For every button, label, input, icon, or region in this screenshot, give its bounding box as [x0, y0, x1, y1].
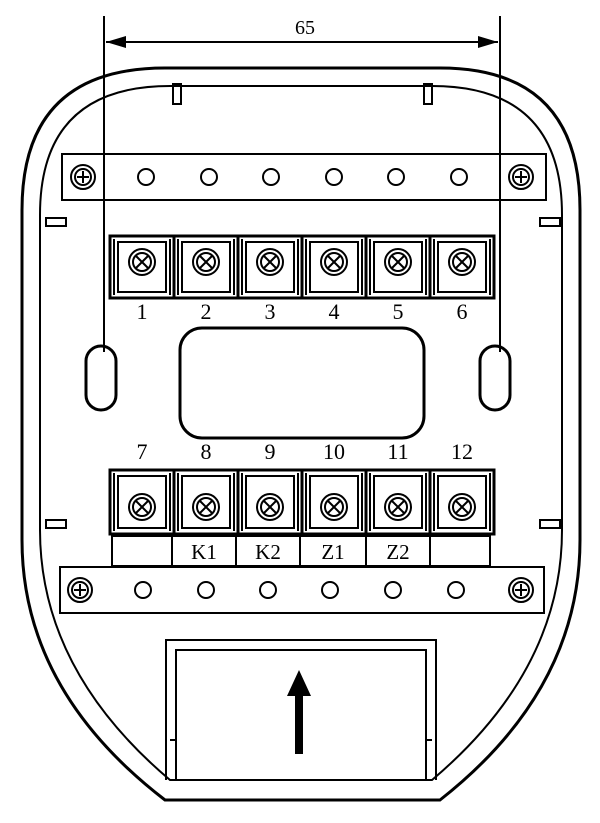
upper-terminal-numbers: 1 2 3 4 5 6: [137, 299, 468, 324]
terminal-number: 11: [387, 439, 408, 464]
terminal-cell: [108, 468, 176, 536]
lower-rail-screw-left: [67, 577, 93, 603]
rail-hole: [262, 168, 280, 186]
rail-hole: [384, 581, 402, 599]
dimension-arrow-right: [478, 36, 498, 48]
terminal-cell: [428, 468, 496, 536]
lower-terminal-numbers: 7 8 9 10 11 12: [137, 439, 474, 464]
terminal-cell: [236, 468, 304, 536]
housing-inner-outline: [39, 85, 563, 781]
terminal-cell: [236, 234, 304, 300]
terminal-screw: [320, 248, 348, 276]
terminal-cell: [300, 468, 368, 536]
terminal-cell: [108, 234, 176, 300]
rail-hole: [259, 581, 277, 599]
direction-arrow: [287, 670, 311, 754]
housing-outline: [20, 66, 582, 802]
rail-hole: [200, 168, 218, 186]
rail-hole: [321, 581, 339, 599]
terminal-number: 7: [137, 439, 148, 464]
terminal-cell: [300, 234, 368, 300]
top-tab-left: [172, 83, 182, 105]
bottom-cover: [165, 639, 437, 780]
cable-opening: [178, 326, 426, 440]
mounting-slot-right: [478, 344, 512, 412]
terminal-cell: [172, 234, 240, 300]
terminal-number: 2: [201, 299, 212, 324]
lower-rail-holes: [134, 581, 465, 599]
upper-rail-screw-left: [70, 164, 96, 190]
terminal-cell: [172, 468, 240, 536]
terminal-number: 1: [137, 299, 148, 324]
terminal-screw: [192, 248, 220, 276]
terminal-screw: [128, 248, 156, 276]
terminal-number: 10: [323, 439, 345, 464]
terminal-number: 5: [393, 299, 404, 324]
label-cell: K1: [191, 540, 217, 564]
terminal-number: 12: [451, 439, 473, 464]
terminal-screw: [448, 493, 476, 521]
dimension-label: 65: [295, 17, 315, 39]
terminal-screw: [320, 493, 348, 521]
lower-rail: [59, 566, 545, 614]
top-tab-right: [423, 83, 433, 105]
terminal-screw: [384, 493, 412, 521]
lower-terminal-block: [108, 468, 496, 536]
terminal-screw: [448, 248, 476, 276]
upper-rail: [61, 153, 547, 201]
terminal-number: 9: [265, 439, 276, 464]
terminal-screw: [192, 493, 220, 521]
dimension-arrow-left: [106, 36, 126, 48]
side-tab: [539, 217, 561, 227]
upper-rail-holes: [137, 168, 468, 186]
label-cell: K2: [255, 540, 281, 564]
terminal-screw: [256, 493, 284, 521]
side-tab: [539, 519, 561, 529]
rail-hole: [387, 168, 405, 186]
rail-hole: [447, 581, 465, 599]
terminal-cell: [364, 468, 432, 536]
upper-terminal-block: [108, 234, 496, 300]
terminal-number: 6: [457, 299, 468, 324]
mounting-slot-left: [84, 344, 118, 412]
rail-hole: [134, 581, 152, 599]
upper-rail-screw-right: [508, 164, 534, 190]
terminal-cell: [364, 234, 432, 300]
rail-hole: [325, 168, 343, 186]
terminal-screw: [128, 493, 156, 521]
label-cell: Z2: [386, 540, 409, 564]
side-tab: [45, 519, 67, 529]
terminal-number: 3: [265, 299, 276, 324]
terminal-screw: [256, 248, 284, 276]
terminal-number: 8: [201, 439, 212, 464]
rail-hole: [197, 581, 215, 599]
lower-rail-screw-right: [508, 577, 534, 603]
rail-hole: [137, 168, 155, 186]
label-cell: Z1: [321, 540, 344, 564]
side-tab: [45, 217, 67, 227]
rail-hole: [450, 168, 468, 186]
terminal-cell: [428, 234, 496, 300]
terminal-number: 4: [329, 299, 340, 324]
terminal-screw: [384, 248, 412, 276]
label-strip-texts: K1 K2 Z1 Z2: [191, 540, 410, 564]
label-strip-dividers: [171, 536, 431, 566]
